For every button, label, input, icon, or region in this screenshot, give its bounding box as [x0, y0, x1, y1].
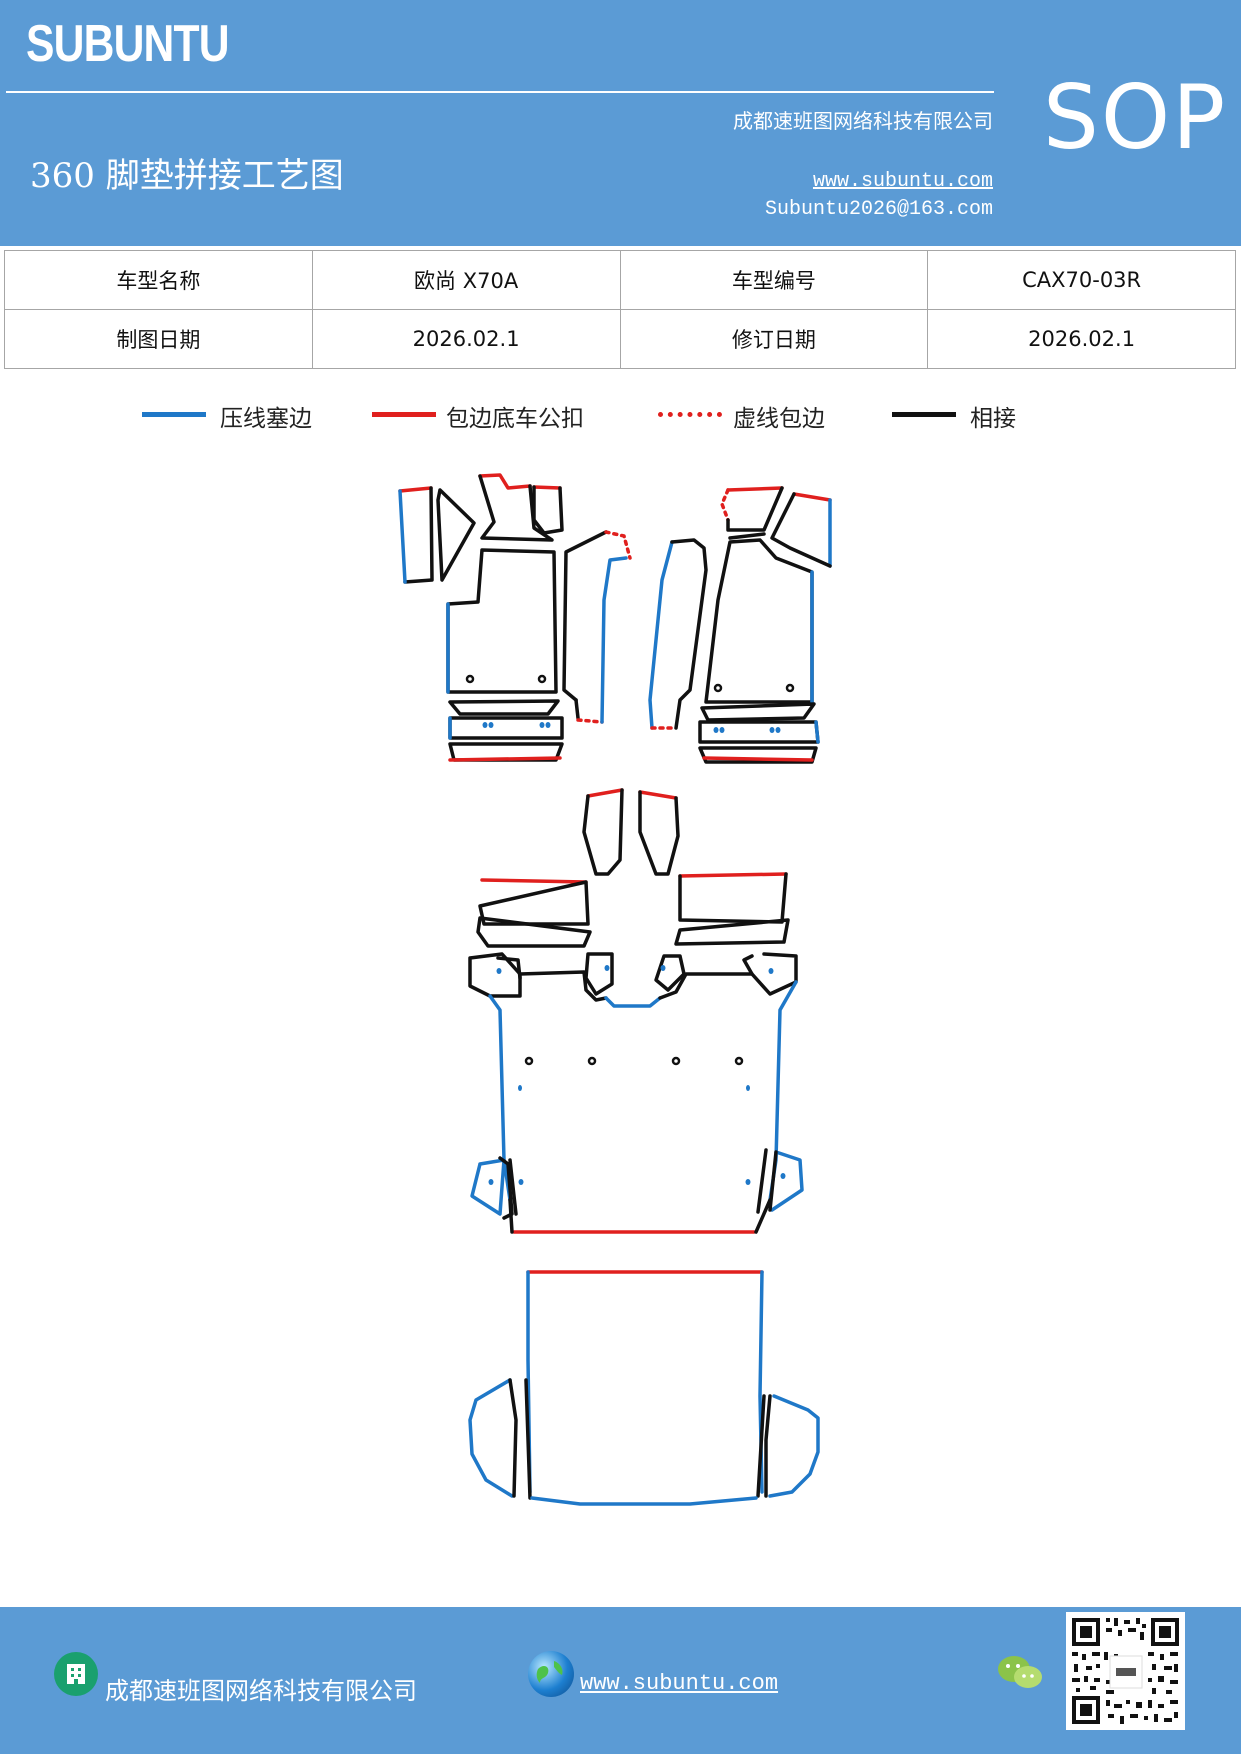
front-left-mats: [398, 473, 632, 762]
legend-label: 压线塞边: [220, 406, 312, 432]
middle-mats: [468, 788, 804, 1234]
header-divider: [6, 91, 994, 93]
legend-label: 虚线包边: [733, 406, 825, 432]
model-code-value: CAX70-03R: [927, 250, 1236, 310]
table-row: 制图日期 2026.02.1 修订日期 2026.02.1: [4, 309, 1236, 369]
model-code-label: 车型编号: [619, 250, 929, 310]
brand-logo: SUBUNTU: [26, 15, 230, 73]
legend: 压线塞边 包边底车公扣 虚线包边 相接: [0, 395, 1241, 435]
legend-label: 包边底车公扣: [446, 406, 584, 432]
legend-swatch-blue: [142, 412, 206, 417]
floor-mat-diagram: .b { stroke:#1f78c8; } .r { stroke:#e020…: [398, 473, 832, 1506]
revision-date-label: 修订日期: [619, 309, 929, 369]
legend-label: 相接: [970, 406, 1016, 432]
info-table: 车型名称 欧尚 X70A 车型编号 CAX70-03R 制图日期 2026.02…: [4, 250, 1236, 369]
legend-swatch-red-dotted: [658, 412, 722, 417]
footer-company: 成都速班图网络科技有限公司: [105, 1677, 417, 1705]
email-address: Subuntu2026@163.com: [764, 198, 993, 221]
draw-date-label: 制图日期: [4, 309, 313, 369]
model-name-label: 车型名称: [4, 250, 313, 310]
rear-mats: [468, 1270, 820, 1506]
wechat-icon[interactable]: [996, 1653, 1044, 1693]
qr-code: [1066, 1612, 1185, 1730]
draw-date-value: 2026.02.1: [311, 309, 621, 369]
legend-swatch-black: [892, 412, 956, 417]
company-name: 成都速班图网络科技有限公司: [733, 109, 993, 133]
page-title: 360 脚垫拼接工艺图: [30, 156, 344, 196]
front-right-mats: [648, 486, 832, 764]
legend-swatch-red: [372, 412, 436, 417]
header-banner: SUBUNTU 成都速班图网络科技有限公司 360 脚垫拼接工艺图 www.su…: [0, 0, 1241, 246]
website-link[interactable]: www.subuntu.com: [812, 170, 993, 193]
revision-date-value: 2026.02.1: [927, 309, 1236, 369]
table-row: 车型名称 欧尚 X70A 车型编号 CAX70-03R: [4, 250, 1236, 310]
globe-icon: [528, 1651, 574, 1697]
model-name-value: 欧尚 X70A: [311, 250, 621, 310]
building-icon: [54, 1652, 98, 1696]
sop-label: SOP: [1043, 66, 1228, 169]
footer-banner: 成都速班图网络科技有限公司 www.subuntu.com: [0, 1607, 1241, 1754]
footer-website-link[interactable]: www.subuntu.com: [580, 1671, 779, 1696]
